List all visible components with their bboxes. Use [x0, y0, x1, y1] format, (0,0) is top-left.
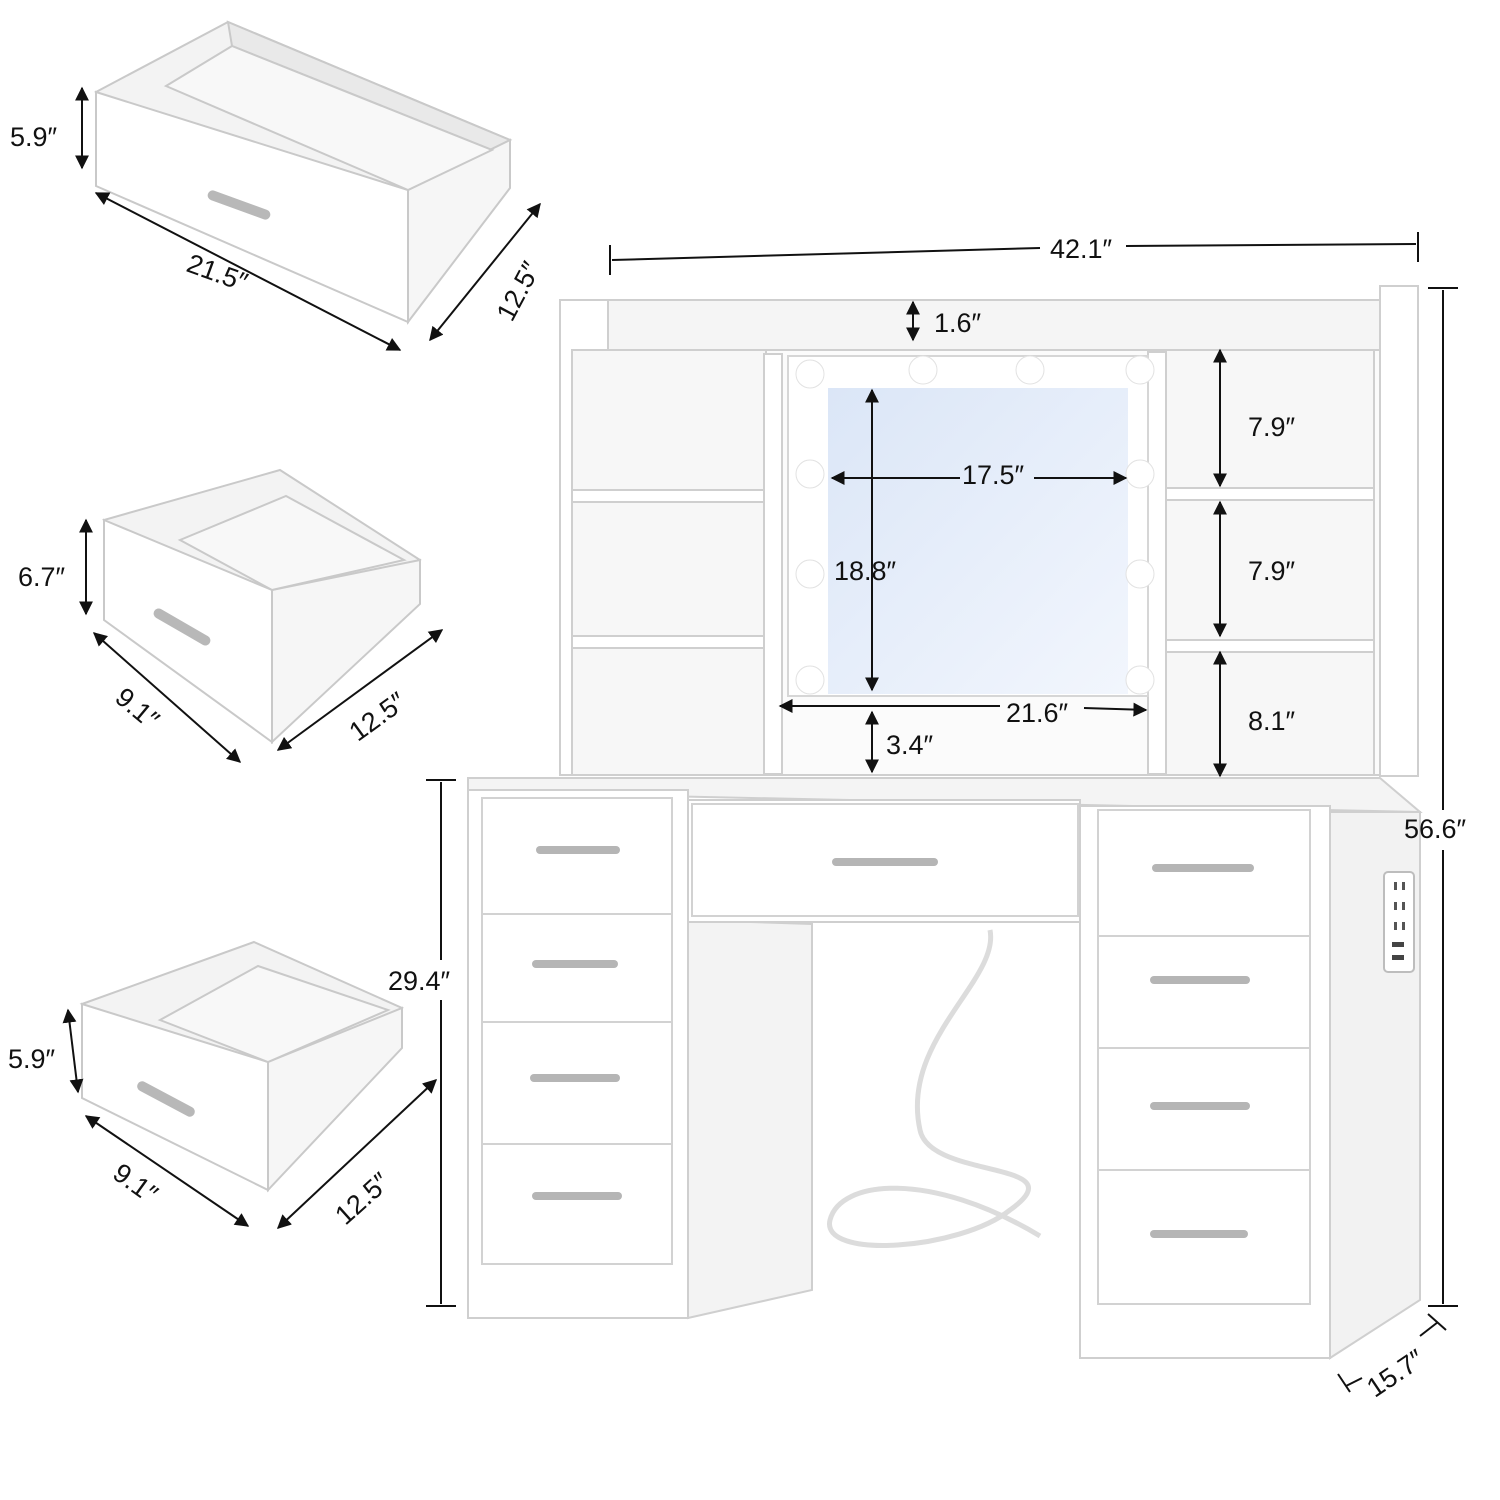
- drawer-medium-dimensions: [79, 518, 444, 763]
- drawer-small-width-label: 9.1″: [108, 1157, 164, 1209]
- desk-depth-label: 15.7″: [1361, 1343, 1430, 1403]
- hutch-top-gap-label: 1.6″: [934, 308, 982, 338]
- power-strip: [1383, 871, 1415, 973]
- power-outlet-icon: [1394, 882, 1405, 930]
- overall-height-label: 56.6″: [1404, 814, 1467, 844]
- vanity-dimension-lines: [426, 232, 1458, 1393]
- drawer-small-height-label: 5.9″: [8, 1044, 56, 1074]
- mirror-height-label: 18.8″: [834, 556, 897, 586]
- desk-height-label: 29.4″: [388, 966, 451, 996]
- drawer-small-depth-label: 12.5″: [329, 1166, 396, 1230]
- overall-width-label: 42.1″: [1050, 234, 1113, 264]
- drawer-large-height-label: 5.9″: [10, 122, 58, 152]
- usb-port-icon: [1392, 942, 1404, 960]
- drawer-medium-height-label: 6.7″: [18, 562, 66, 592]
- desk-drawers: [481, 797, 1311, 1305]
- mirror-inner-width-label: 17.5″: [962, 460, 1025, 490]
- shelf-lower-label: 8.1″: [1248, 706, 1296, 736]
- mirror-frame-width-label: 21.6″: [1006, 698, 1069, 728]
- power-cable: [827, 929, 1042, 1248]
- drawer-small-dimensions: [62, 1008, 438, 1229]
- drawer-large-depth-label: 12.5″: [491, 256, 547, 325]
- lighted-mirror: [787, 355, 1155, 697]
- shelf-upper-label: 7.9″: [1248, 412, 1296, 442]
- drawer-small: [79, 940, 404, 1193]
- drawer-large: [94, 20, 513, 325]
- led-bulb-icon: [795, 355, 1155, 695]
- drawer-large-dimensions: [75, 86, 541, 351]
- shelf-middle-label: 7.9″: [1248, 556, 1296, 586]
- drawer-handle-icon: [530, 846, 1254, 1238]
- mirror-bottom-gap-label: 3.4″: [886, 730, 934, 760]
- drawer-handle-icon: [137, 1081, 195, 1117]
